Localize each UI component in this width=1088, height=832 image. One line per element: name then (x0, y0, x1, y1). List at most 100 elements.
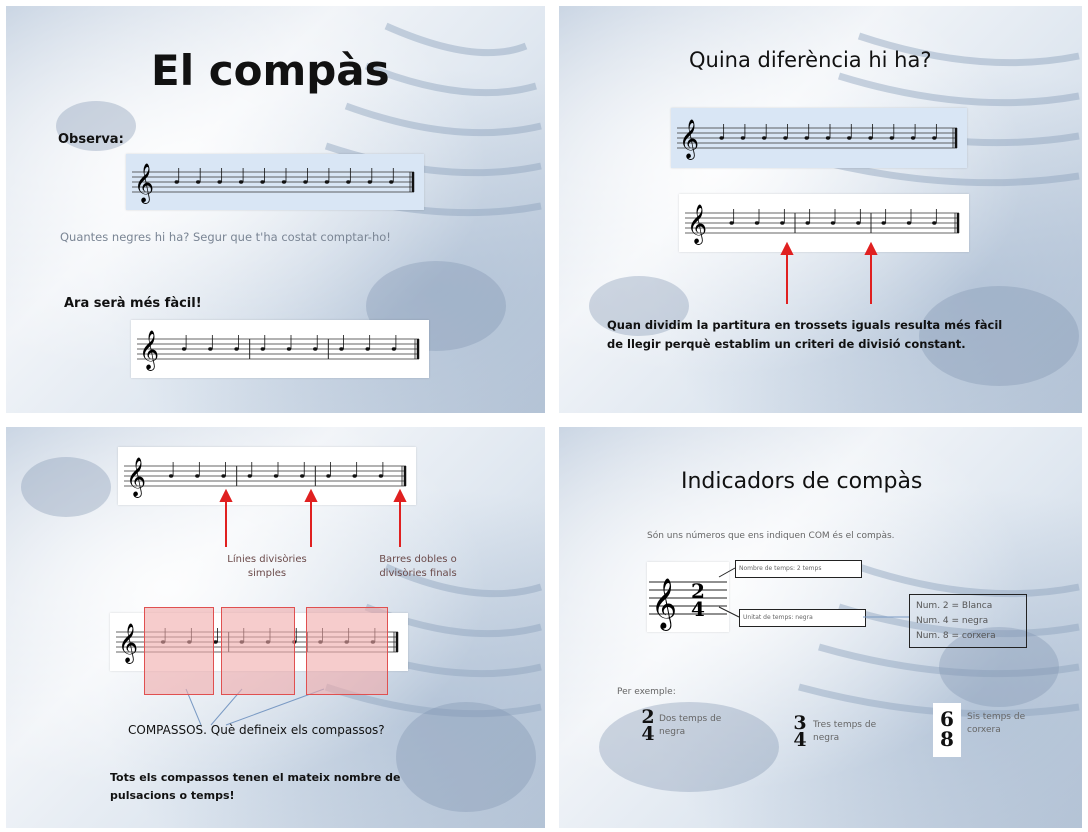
note-head (881, 221, 886, 225)
treble-clef-icon: 𝄞 (126, 457, 146, 498)
slide-subtitle: Són uns números que ens indiquen COM és … (647, 531, 895, 541)
legend-item-corxera: Num. 8 = corxera (916, 631, 996, 641)
note-head (281, 180, 287, 184)
note-head (346, 180, 351, 184)
example-sig-top: 2 (641, 706, 655, 728)
staff-labeled-svg: 𝄞 (124, 457, 407, 498)
example-sig-top: 3 (793, 712, 807, 734)
note-head (260, 180, 265, 184)
staff-divided-svg: 𝄞 (137, 330, 420, 371)
question-text: Quantes negres hi ha? Segur que t'ha cos… (60, 230, 391, 244)
example-desc-line-2: negra (813, 733, 840, 743)
note-head (761, 136, 767, 140)
note-head (805, 221, 810, 225)
example-desc-line-1: Dos temps de (659, 714, 722, 724)
staff-divided: 𝄞 (131, 320, 429, 378)
treble-clef-icon: 𝄞 (139, 330, 159, 371)
example-6-8: 6 8 Sis temps de corxera (933, 703, 1073, 761)
example-2-4: 2 4 Dos temps de negra (639, 706, 769, 753)
treble-clef-icon: 𝄞 (134, 163, 154, 204)
example-label: Per exemple: (617, 687, 676, 697)
note-head (168, 474, 174, 478)
callout-connectors (718, 567, 909, 618)
note-head (213, 640, 218, 644)
callout-bottom-text: Unitat de temps: negra (743, 614, 813, 621)
treble-clef-icon: 𝄞 (118, 623, 138, 664)
note-head (830, 221, 836, 225)
example-sig-bottom: 4 (793, 729, 807, 751)
observe-label: Observa: (58, 132, 124, 147)
slide-title: El compàs (151, 46, 390, 95)
note-head (303, 180, 308, 184)
note-head (367, 180, 373, 184)
treble-clef-icon: 𝄞 (679, 119, 699, 160)
staff-undivided-svg: 𝄞 (677, 119, 958, 160)
explanation-text: Quan dividim la partitura en trossets ig… (607, 316, 1002, 354)
explanation-line-2: de llegir perquè establim un criteri de … (607, 337, 966, 351)
note-head (932, 136, 937, 140)
note-head (326, 474, 331, 478)
label-simple-line-1: Línies divisòries (227, 554, 307, 565)
note-head (300, 474, 305, 478)
label-double-line-2: divisòries finals (379, 568, 457, 579)
note-head (868, 136, 873, 140)
time-sig-top: 2 (691, 579, 705, 603)
slide-title: Quina diferència hi ha? (689, 48, 932, 72)
note-head (932, 221, 937, 225)
time-signature-sample: 𝄞 2 4 (647, 562, 729, 632)
note-head (365, 347, 370, 351)
note-head (391, 347, 397, 351)
note-head (889, 136, 895, 140)
note-head (247, 474, 252, 478)
label-double-line-1: Barres dobles o (379, 554, 457, 565)
note-head (195, 474, 200, 478)
slide-title: Indicadors de compàs (681, 469, 923, 494)
note-head (906, 221, 912, 225)
note-head (783, 136, 788, 140)
example-sig-bottom: 8 (940, 727, 954, 751)
treble-clef-icon: 𝄞 (651, 578, 677, 631)
legend-item-blanca: Num. 2 = Blanca (916, 601, 993, 611)
note-head (234, 347, 239, 351)
compassos-line-1: Tots els compassos tenen el mateix nombr… (110, 771, 401, 784)
explanation-line-1: Quan dividim la partitura en trossets ig… (607, 318, 1003, 332)
note-head (378, 474, 384, 478)
staff-divided: 𝄞 (679, 194, 969, 252)
note-head (195, 180, 201, 184)
easier-label: Ara serà més fàcil! (64, 296, 202, 311)
measure-box-2 (221, 607, 295, 695)
compassos-line-2: pulsacions o temps! (110, 789, 235, 802)
staff-labeled: 𝄞 (118, 447, 416, 505)
example-desc: Tres temps de negra (813, 719, 876, 745)
callout-top-text: Nombre de temps: 2 temps (739, 565, 822, 572)
note-head (313, 347, 318, 351)
red-arrows (185, 488, 407, 726)
note-head (286, 347, 292, 351)
compassos-heading: COMPASSOS. Què defineix els compassos? (128, 723, 385, 737)
note-head (856, 221, 861, 225)
note-head (825, 136, 831, 140)
music-background-decoration (21, 457, 543, 812)
callout-top: Nombre de temps: 2 temps (735, 560, 862, 578)
example-sig-bottom: 4 (641, 723, 655, 745)
note-head (260, 347, 265, 351)
example-desc-line-2: corxera (967, 725, 1001, 735)
callout-bottom: Unitat de temps: negra (739, 609, 866, 627)
note-value-legend: Num. 2 = Blanca Num. 4 = negra Num. 8 = … (909, 594, 1027, 648)
label-double-barlines: Barres dobles o divisòries finals (368, 553, 468, 581)
note-head (389, 180, 394, 184)
staff-divided-svg: 𝄞 (685, 204, 960, 245)
slide-3: 𝄞 Línies divisòries simples Barres doble… (6, 427, 545, 828)
example-sig-top: 6 (940, 707, 954, 731)
note-head (273, 474, 279, 478)
example-sig-box: 6 8 (933, 703, 961, 757)
slide-4: Indicadors de compàs Són uns números que… (559, 427, 1082, 828)
note-head (174, 180, 179, 184)
example-3-4: 3 4 Tres temps de negra (791, 712, 921, 759)
example-desc: Dos temps de negra (659, 713, 721, 739)
note-head (339, 347, 344, 351)
note-head (221, 474, 226, 478)
red-arrows (780, 241, 878, 304)
legend-item-negra: Num. 4 = negra (916, 616, 989, 626)
example-sig: 2 4 (639, 706, 657, 745)
